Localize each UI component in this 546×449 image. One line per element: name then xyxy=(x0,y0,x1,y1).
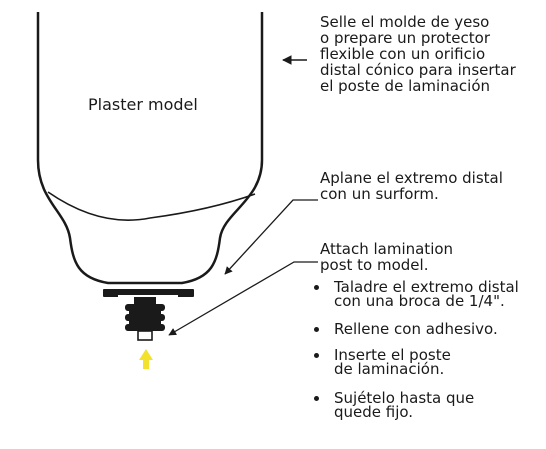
step-text: Sujételo hasta que xyxy=(334,389,475,407)
step-item: Inserte el poste de laminación. xyxy=(310,346,519,378)
plaster-model-label: Plaster model xyxy=(88,95,198,114)
flatten-note: Aplane el extremo distal con un surform. xyxy=(320,170,503,202)
step-text: con una broca de 1/4". xyxy=(334,292,505,310)
step-text: Taladre el extremo distal xyxy=(334,278,519,296)
step-text: quede fijo. xyxy=(334,403,414,421)
step-text: Rellene con adhesivo. xyxy=(334,320,498,338)
step-item: Taladre el extremo distal con una broca … xyxy=(310,278,519,310)
lamination-post xyxy=(103,289,194,341)
seal-note-line: distal cónico para insertar xyxy=(320,61,516,79)
flatten-note-line: Aplane el extremo distal xyxy=(320,169,503,187)
seal-note-line: o prepare un protector xyxy=(320,29,490,47)
step-item: Rellene con adhesivo. xyxy=(310,320,519,338)
steps-list: Taladre el extremo distal con una broca … xyxy=(310,278,519,421)
insert-direction-arrow xyxy=(139,349,153,369)
plaster-model-outline xyxy=(36,12,264,285)
seal-note: Selle el molde de yeso o prepare un prot… xyxy=(320,14,516,94)
attach-note-line: post to model. xyxy=(320,256,429,274)
step-text: Inserte el poste xyxy=(334,346,451,364)
attach-note: Attach lamination post to model. xyxy=(320,241,453,273)
flatten-note-leader xyxy=(224,199,318,275)
seal-note-line: flexible con un orificio xyxy=(320,45,486,63)
seal-note-line: Selle el molde de yeso xyxy=(320,13,490,31)
attach-note-leader xyxy=(168,261,318,336)
seal-note-line: el poste de laminación xyxy=(320,77,491,95)
trim-line xyxy=(47,191,256,221)
attach-note-line: Attach lamination xyxy=(320,240,454,258)
step-item: Sujételo hasta que quede fijo. xyxy=(310,389,519,421)
step-text: de laminación. xyxy=(334,360,445,378)
flatten-note-line: con un surform. xyxy=(320,185,439,203)
